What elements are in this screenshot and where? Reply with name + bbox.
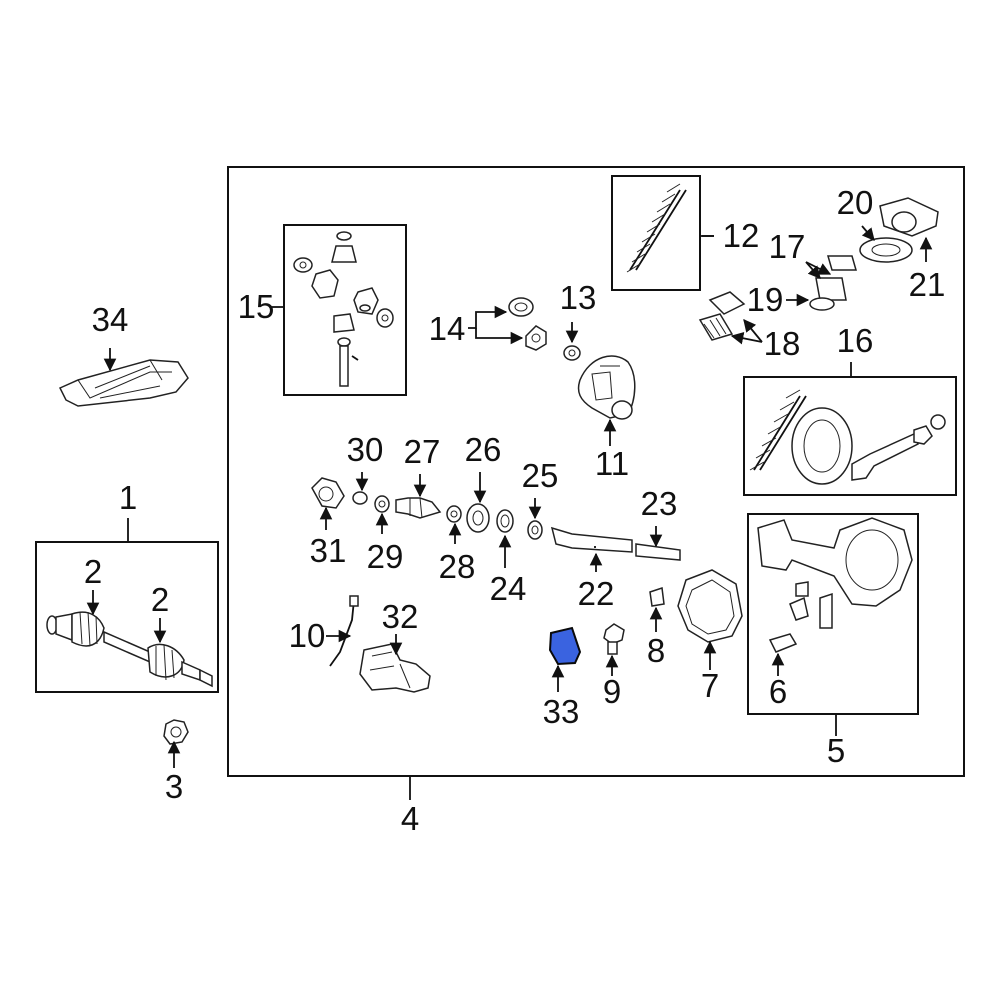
- part-3-nut[interactable]: [163, 719, 189, 745]
- callout-labels: 34 1 2 2 3 4 5 6 7 8 9 10 11 12 13 14 15…: [84, 184, 946, 837]
- part-5-axle-housing[interactable]: [757, 517, 913, 629]
- callout-27: 27: [404, 433, 441, 470]
- callout-14: 14: [429, 310, 466, 347]
- part-8-plug[interactable]: [649, 586, 665, 607]
- housing-frame: [747, 513, 919, 715]
- callout-1: 1: [119, 479, 137, 516]
- part-28-washer[interactable]: [446, 505, 462, 523]
- ring-pinion-frame: [743, 376, 957, 496]
- callout-13: 13: [560, 279, 597, 316]
- part-31-housing-flange[interactable]: [311, 477, 345, 509]
- part-26-bearing[interactable]: [466, 503, 490, 533]
- part-10-sensor-harness[interactable]: [329, 595, 359, 667]
- callout-20: 20: [837, 184, 874, 221]
- part-2-half-shaft[interactable]: [46, 611, 213, 688]
- differential-gear-kit-frame: [283, 224, 407, 396]
- callout-15: 15: [238, 288, 275, 325]
- axle-shaft-frame: [35, 541, 219, 693]
- part-19-ring[interactable]: [809, 297, 835, 311]
- part-15-gear-kit[interactable]: [293, 231, 394, 387]
- callout-11: 11: [595, 445, 629, 482]
- leader-lines: [86, 225, 933, 800]
- callout-32: 32: [382, 598, 419, 635]
- callout-26: 26: [465, 431, 502, 468]
- part-33-gasket[interactable]: [548, 626, 582, 666]
- part-12-bolts[interactable]: [626, 183, 687, 273]
- callout-4: 4: [401, 800, 419, 837]
- part-21-flange[interactable]: [879, 197, 939, 237]
- callout-30: 30: [347, 431, 384, 468]
- callout-17: 17: [769, 228, 806, 265]
- callout-16: 16: [837, 322, 874, 359]
- callout-18: 18: [764, 325, 801, 362]
- part-7-diff-cover[interactable]: [677, 569, 743, 643]
- callout-8: 8: [647, 632, 665, 669]
- callout-23: 23: [641, 485, 678, 522]
- callout-22: 22: [578, 575, 615, 612]
- bolt-kit-frame: [611, 175, 701, 291]
- callout-29: 29: [367, 538, 404, 575]
- part-25-seal[interactable]: [527, 520, 543, 540]
- part-14-bearing[interactable]: [508, 297, 547, 351]
- part-11-diff-case[interactable]: [577, 355, 636, 420]
- part-34-skid-plate[interactable]: [58, 359, 189, 407]
- callout-2b: 2: [151, 581, 169, 618]
- callout-34: 34: [92, 301, 129, 338]
- part-22-intermediate-shaft[interactable]: [550, 526, 633, 553]
- part-6-vent[interactable]: [768, 633, 798, 653]
- callout-10: 10: [289, 617, 326, 654]
- callout-3: 3: [165, 768, 183, 805]
- callout-31: 31: [310, 532, 347, 569]
- callout-2a: 2: [84, 553, 102, 590]
- part-16-ring-pinion[interactable]: [749, 389, 946, 485]
- part-29-washer[interactable]: [374, 495, 390, 513]
- part-23-shaft[interactable]: [635, 543, 681, 561]
- part-24-bearing[interactable]: [496, 509, 514, 533]
- callout-33: 33: [543, 693, 580, 730]
- part-27-gear-shaft[interactable]: [395, 497, 442, 519]
- callout-5: 5: [827, 732, 845, 769]
- part-20-seal[interactable]: [859, 237, 913, 263]
- part-9-bolt[interactable]: [603, 623, 625, 655]
- callout-9: 9: [603, 673, 621, 710]
- callout-7: 7: [701, 667, 719, 704]
- callout-6: 6: [769, 673, 787, 710]
- main-assembly-frame: [227, 166, 965, 777]
- callout-19: 19: [747, 281, 784, 318]
- callout-24: 24: [490, 570, 527, 607]
- part-30-o-ring[interactable]: [352, 491, 368, 505]
- callout-25: 25: [522, 457, 559, 494]
- part-13-washer[interactable]: [563, 345, 581, 361]
- part-32-actuator[interactable]: [359, 643, 431, 693]
- callout-28: 28: [439, 548, 476, 585]
- callout-21: 21: [909, 266, 946, 303]
- part-18-bearing[interactable]: [698, 291, 746, 341]
- callout-12: 12: [723, 217, 760, 254]
- part-17-bearing-cone[interactable]: [815, 255, 857, 301]
